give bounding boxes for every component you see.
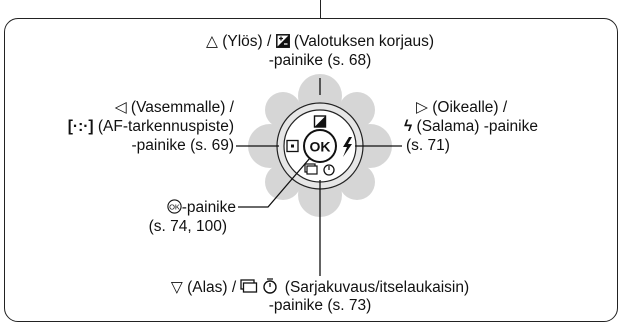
ok-button[interactable] — [303, 129, 337, 163]
flash-icon-small — [343, 137, 352, 157]
right-text-2: (Salama) -painike — [416, 118, 538, 135]
ok-page-ref: (s. 74, 100) — [148, 218, 227, 235]
ok-circle-icon: OK — [167, 199, 182, 214]
left-text-2: (AF-tarkennuspiste) — [97, 118, 234, 135]
right-arrow-icon: ▷ — [416, 99, 428, 116]
down-arrow-icon: ▽ — [170, 279, 183, 296]
up-text-2: (Valotuksen korjaus) — [293, 33, 435, 50]
ok-label: OK -painike — [40, 199, 236, 217]
right-page-ref: (s. 71) — [406, 137, 450, 154]
down-text: (Alas) / — [187, 279, 237, 296]
left-page-ref: -painike (s. 69) — [131, 137, 234, 154]
ok-button-label: OK — [310, 139, 331, 155]
af-point-icon: [·:·] — [67, 118, 94, 135]
exposure-compensation-icon — [275, 34, 290, 48]
up-arrow-icon: △ — [205, 33, 218, 50]
left-arrow-icon: ◁ — [114, 99, 127, 116]
down-button-label: ▽ (Alas) / (Sarjakuvaus/itselaukaisin) — [100, 278, 540, 297]
right-flash-line: ϟ (Salama) -painike — [404, 118, 616, 136]
af-point-icon-small — [286, 139, 299, 153]
leader-ok — [238, 157, 311, 208]
ok-circle-text: OK — [169, 202, 180, 211]
up-button-label: △ (Ylös) / (Valotuksen korjaus) — [160, 33, 480, 51]
top-connector-line — [320, 0, 322, 18]
up-page-ref: -painike (s. 68) — [268, 52, 372, 69]
drive-selftimer-icon — [240, 278, 278, 294]
flash-icon: ϟ — [404, 118, 413, 135]
up-text: (Ylös) / — [222, 33, 272, 50]
down-page-ref: -painike (s. 73) — [268, 297, 372, 314]
down-text-2: (Sarjakuvaus/itselaukaisin) — [284, 279, 470, 296]
exposure-compensation-icon — [313, 115, 327, 128]
left-af-line: [·:·] (AF-tarkennuspiste) — [20, 118, 234, 136]
left-text: (Vasemmalle) / — [130, 99, 234, 116]
right-text: (Oikealle) / — [432, 99, 508, 116]
left-button-label: ◁ (Vasemmalle) / — [20, 99, 234, 117]
ok-text: -painike — [181, 199, 236, 216]
right-button-label: ▷ (Oikealle) / — [416, 99, 616, 117]
drive-selftimer-icon-small — [304, 163, 335, 176]
diagram-frame — [4, 18, 618, 322]
